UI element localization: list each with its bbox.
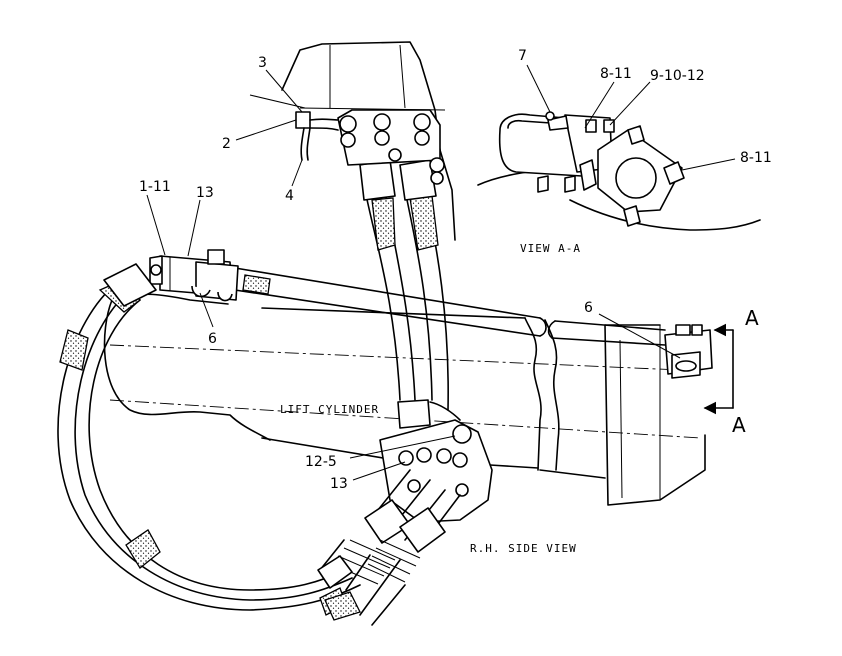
- callout-13-bottom: 13: [330, 476, 348, 492]
- section-mark-bottom: A: [732, 413, 746, 437]
- small-pipe-fitting: [295, 111, 339, 161]
- callout-7: 7: [518, 48, 527, 64]
- callout-2: 2: [222, 136, 231, 152]
- leader-lines: [146, 64, 736, 481]
- lower-hose: [57, 263, 361, 616]
- section-mark-top: A: [745, 306, 759, 330]
- callout-6-left: 6: [208, 331, 217, 347]
- caption-lift-cylinder: LIFT CYLINDER: [280, 403, 379, 416]
- callout-3: 3: [258, 55, 267, 71]
- vertical-hoses: [359, 159, 461, 429]
- caption-view-aa: VIEW A-A: [520, 242, 581, 255]
- callout-1-11: 1-11: [139, 179, 171, 195]
- callout-12-5: 12-5: [305, 454, 337, 470]
- callout-4: 4: [285, 188, 294, 204]
- callout-8-11-top: 8-11: [600, 66, 632, 82]
- section-line: [703, 323, 734, 415]
- callout-6-right: 6: [584, 300, 593, 316]
- top-manifold: [337, 109, 445, 185]
- caption-rh-side-view: R.H. SIDE VIEW: [470, 542, 577, 555]
- callout-9-10-12: 9-10-12: [650, 68, 705, 84]
- horizontal-tube: [234, 267, 666, 346]
- callout-13-top: 13: [196, 185, 214, 201]
- bellows-hoses: [317, 469, 461, 626]
- right-clamp: [664, 324, 713, 379]
- left-fitting: [149, 249, 239, 302]
- callout-8-11-right: 8-11: [740, 150, 772, 166]
- view-aa-detail: [477, 111, 761, 231]
